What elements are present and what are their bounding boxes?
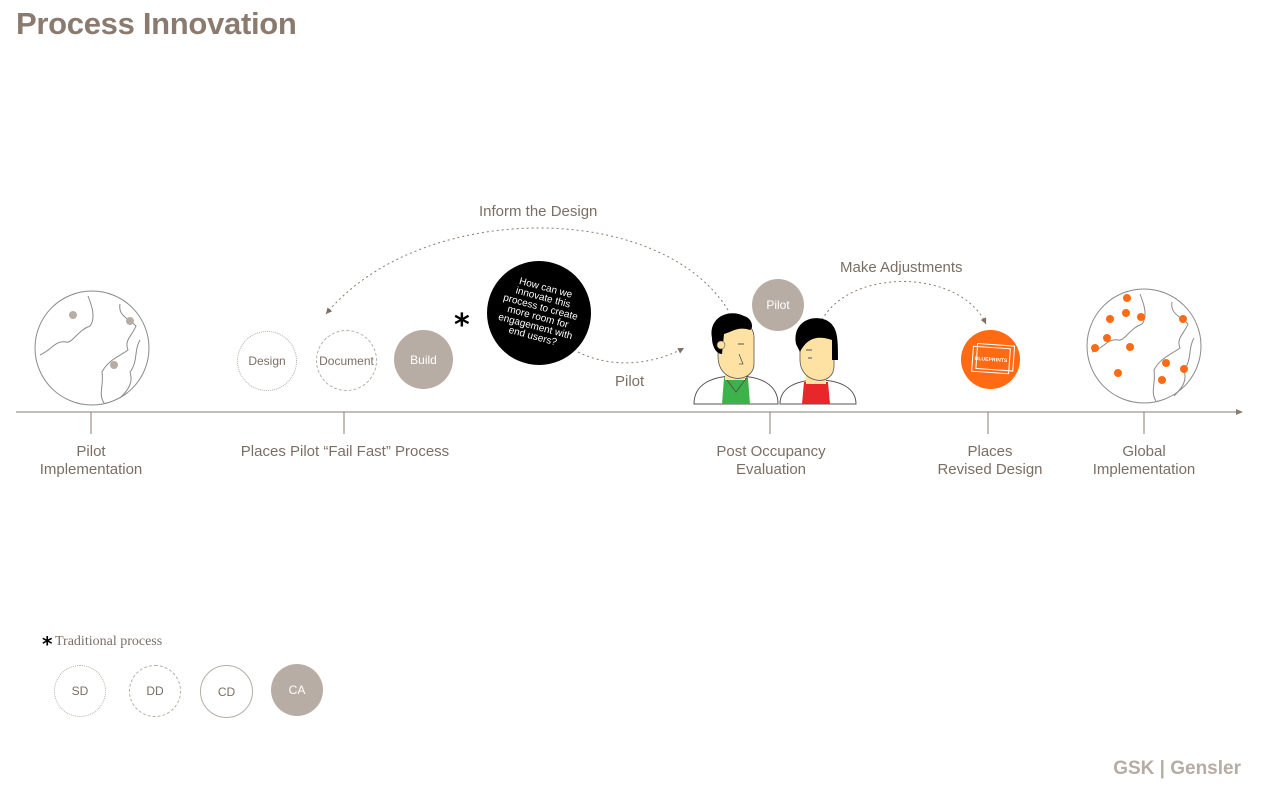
pilot-badge: Pilot: [752, 279, 804, 331]
stage-pilot-implementation: Pilot Implementation: [39, 443, 143, 478]
people-icon: [693, 313, 857, 405]
stage-global-implementation: Global Implementation: [1092, 443, 1196, 478]
legend-cd: CD: [200, 665, 253, 718]
pilot-arrow-label: Pilot: [615, 373, 645, 390]
question-bubble: How can we innovate this process to crea…: [487, 261, 591, 365]
globe-global-icon: [1086, 288, 1202, 404]
legend-ca: CA: [271, 664, 323, 716]
question-text: How can we innovate this process to crea…: [497, 276, 579, 349]
adjust-arrow: [821, 281, 987, 325]
pilot-badge-label: Pilot: [766, 298, 790, 312]
stage-post-occupancy: Post Occupancy Evaluation: [716, 443, 826, 478]
timeline-arrowhead: [1236, 409, 1243, 415]
legend-asterisk: *: [42, 632, 53, 656]
pilot-arrow: [577, 347, 685, 364]
footer-logo: GSK | Gensler: [1113, 758, 1241, 779]
adjust-label: Make Adjustments: [840, 259, 963, 276]
build-circle: Build: [394, 330, 453, 389]
document-circle: Document: [316, 330, 377, 391]
asterisk-marker: *: [454, 308, 470, 343]
inform-label: Inform the Design: [479, 203, 598, 220]
stage-fail-fast: Places Pilot “Fail Fast” Process: [240, 443, 450, 460]
legend-sd: SD: [54, 665, 106, 717]
design-label: Design: [248, 354, 286, 368]
page-title: Process Innovation: [16, 6, 297, 41]
design-circle: Design: [237, 331, 297, 391]
globe-pilot-icon: [34, 290, 150, 406]
blueprints-icon: BLUEPRINTS: [970, 342, 1015, 374]
document-label: Document: [319, 353, 374, 368]
blueprints-circle: BLUEPRINTS: [961, 330, 1020, 389]
stage-revised-design: Places Revised Design: [937, 443, 1043, 478]
legend-dd: DD: [129, 665, 181, 717]
legend-title: Traditional process: [55, 634, 163, 649]
build-label: Build: [410, 352, 437, 367]
inform-arrow: [325, 227, 729, 315]
